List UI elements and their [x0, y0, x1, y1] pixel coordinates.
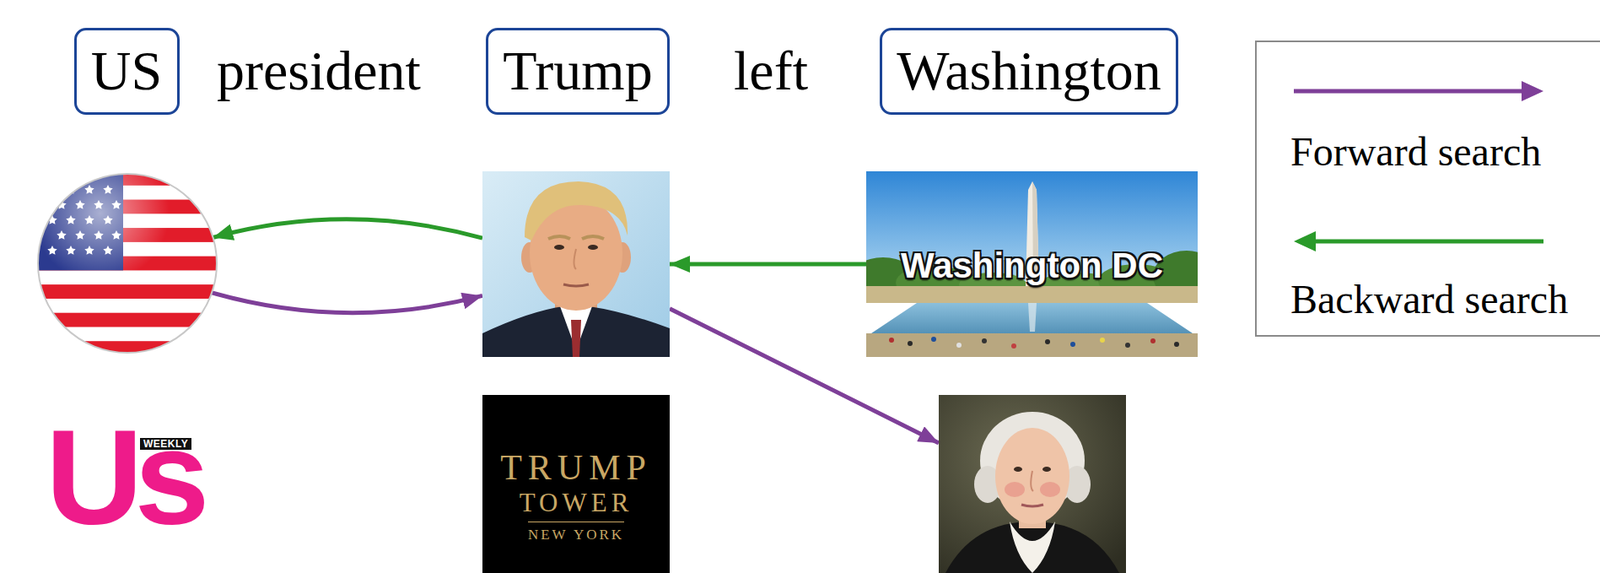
face-photo-drawing-part: [554, 244, 565, 250]
flag-drawing: [35, 171, 220, 356]
logo-text: NEW YORK: [527, 521, 625, 544]
flag-drawing-part-part: [35, 171, 220, 356]
city-photo-drawing-part: [1125, 342, 1131, 348]
face-photo-drawing-part: [482, 171, 670, 357]
face-photo-drawing-part: [587, 244, 598, 250]
face-photo-drawing-part: [524, 181, 628, 241]
logo-text: TOWER: [519, 487, 634, 518]
face-photo-drawing-part: [571, 319, 582, 357]
painted-portrait-drawing-part: [1042, 466, 1051, 472]
painted-portrait-drawing-part: [945, 521, 1120, 573]
forward-arrow-head: [1521, 80, 1544, 102]
city-photo-drawing-part: [866, 171, 1198, 290]
sentence-word: president: [216, 40, 421, 103]
face-photo-drawing-part: [574, 248, 577, 270]
painted-portrait-drawing-part: [1004, 481, 1025, 497]
magazine-logo-text: Us: [45, 409, 202, 545]
backward-arrow-head: [1293, 231, 1316, 252]
city-photo-drawing-part: [1174, 341, 1180, 347]
city-photo-drawing-part: [1028, 302, 1037, 332]
flag-drawing-part: [37, 173, 217, 353]
backward-arrow-sample: [1312, 239, 1544, 244]
city-photo-drawing-part: [1045, 339, 1051, 345]
flag-drawing-part: [35, 171, 220, 356]
backward-search-arrow: [212, 219, 483, 238]
face-photo-drawing-part: [548, 236, 571, 239]
word-box: Washington: [879, 27, 1179, 115]
face-photo: [482, 171, 670, 357]
forward-search-arrow: [211, 292, 483, 313]
face-photo-drawing-part: [563, 284, 589, 286]
logo-text: TRUMP: [500, 447, 652, 488]
flag-icon: [35, 171, 220, 356]
city-photo-drawing-part: [907, 340, 913, 346]
city-photo-drawing-part: [956, 342, 962, 348]
word-box: Trump: [485, 27, 670, 115]
painted-portrait-drawing-part: [938, 394, 1126, 573]
city-photo-drawing-part: [866, 302, 1198, 337]
painted-portrait: [938, 394, 1126, 573]
legend-box: Forward searchBackward search: [1255, 40, 1600, 337]
word-text: US: [91, 40, 162, 103]
city-photo-drawing-part: [866, 333, 1198, 357]
word-box: US: [74, 27, 180, 115]
flag-drawing-part: [37, 173, 217, 353]
face-photo-drawing-part: [581, 236, 604, 239]
backward-search-arrow: [669, 262, 867, 267]
photo-caption: Washington DC: [866, 245, 1198, 286]
painted-portrait-drawing-part: [995, 427, 1070, 524]
painted-portrait-drawing-part: [1009, 521, 1056, 573]
flag-drawing-part-part: [47, 184, 57, 194]
city-photo-drawing-part: [866, 285, 1198, 303]
city-photo-drawing-part: [1150, 338, 1156, 344]
face-photo-drawing: [482, 171, 670, 357]
forward-arrow-sample: [1293, 89, 1525, 94]
word-text: Washington: [896, 40, 1162, 103]
city-photo-drawing-part: [1099, 337, 1105, 343]
painted-portrait-drawing: [938, 394, 1126, 573]
city-photo-drawing-part: [931, 336, 937, 342]
face-photo-drawing-part: [482, 306, 670, 357]
painted-portrait-drawing-part: [1021, 504, 1044, 507]
legend-text: Backward search: [1290, 277, 1568, 323]
city-photo-drawing-part: [981, 338, 987, 344]
city-photo: Washington DC: [866, 171, 1198, 357]
word-text: Trump: [502, 40, 652, 103]
painted-portrait-drawing-part: [1030, 470, 1034, 491]
legend-text: Forward search: [1290, 129, 1541, 175]
painted-portrait-drawing-part: [1013, 466, 1023, 472]
city-photo-drawing-part: [1011, 343, 1017, 349]
painted-portrait-drawing-part: [1039, 481, 1061, 497]
sentence-word: left: [733, 40, 809, 103]
city-photo-drawing-part: [888, 337, 895, 343]
city-photo-drawing-part: [1070, 341, 1076, 347]
logo-box: TRUMPTOWER NEW YORK: [482, 394, 670, 573]
magazine-badge: WEEKLY: [140, 437, 192, 450]
